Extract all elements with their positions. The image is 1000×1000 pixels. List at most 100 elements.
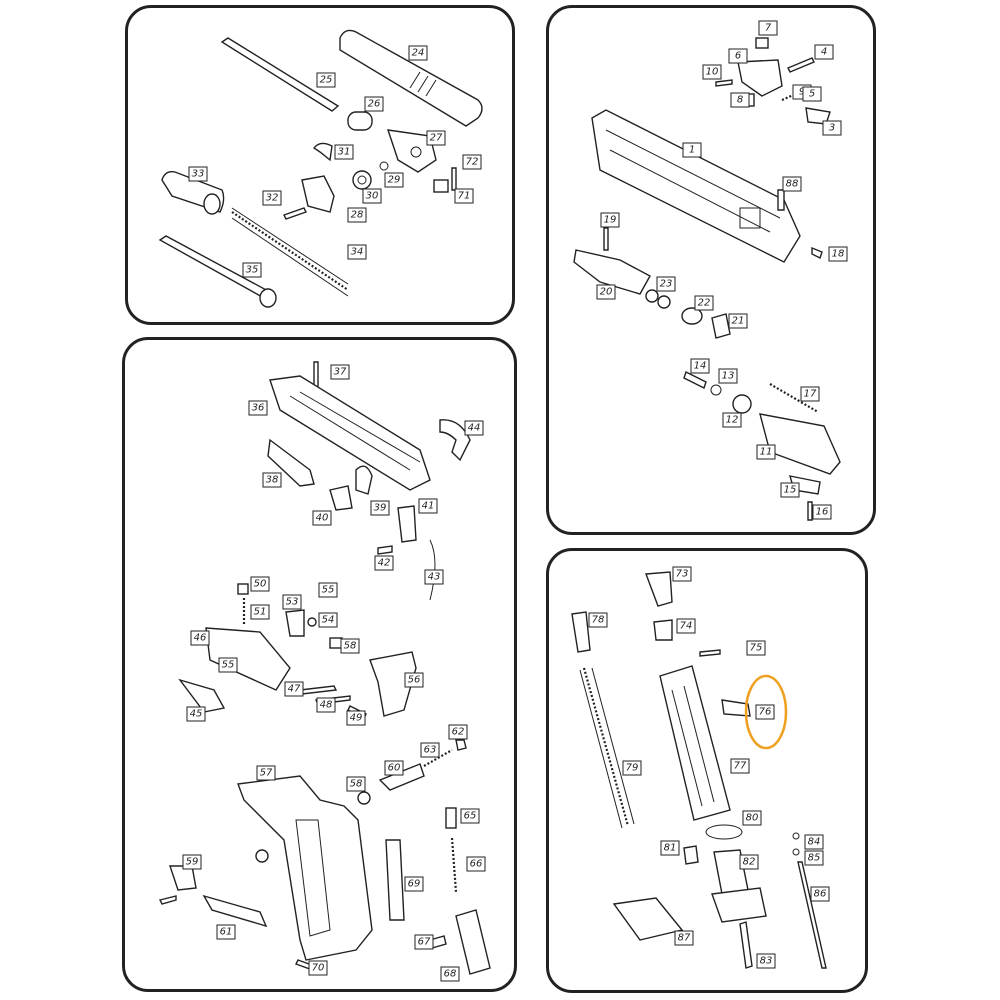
part-label-box (340, 638, 360, 654)
part-label-box (312, 510, 332, 526)
part-label-box (248, 400, 268, 416)
part-label-38: 38 (262, 472, 282, 488)
part-label-24: 24 (408, 45, 428, 61)
part-label-box (318, 582, 338, 598)
part-label-33: 33 (188, 166, 208, 182)
part-label-79: 79 (622, 760, 642, 776)
part-label-36: 36 (248, 400, 268, 416)
part-label-27: 27 (426, 130, 446, 146)
part-label-text: 80 (746, 813, 759, 824)
part-label-81: 81 (660, 840, 680, 856)
part-label-10: 10 (702, 64, 722, 80)
part-label-box (739, 854, 759, 870)
part-label-text: 88 (786, 179, 799, 190)
part-label-text: 55 (322, 585, 335, 596)
part-label-box (418, 498, 438, 514)
part-label-40: 40 (312, 510, 332, 526)
part-label-box (804, 850, 824, 866)
part-label-text: 25 (320, 75, 333, 86)
part-label-88: 88 (782, 176, 802, 192)
part-label-text: 85 (808, 853, 821, 864)
part-label-box (347, 244, 367, 260)
part-label-75: 75 (746, 640, 766, 656)
part-label-box (718, 368, 738, 384)
part-label-70: 70 (308, 960, 328, 976)
part-label-text: 78 (592, 615, 605, 626)
part-label-3: 3 (822, 120, 842, 136)
part-label-text: 74 (680, 621, 693, 632)
part-label-box (800, 386, 820, 402)
part-label-box (690, 358, 710, 374)
part-label-text: 58 (350, 779, 363, 790)
part-label-box (822, 120, 842, 136)
part-label-63: 63 (420, 742, 440, 758)
part-label-box (460, 808, 480, 824)
part-label-text: 61 (220, 927, 233, 938)
part-label-66: 66 (466, 856, 486, 872)
part-label-text: 27 (430, 133, 443, 144)
part-label-29: 29 (384, 172, 404, 188)
part-label-box (384, 172, 404, 188)
part-label-box (756, 953, 776, 969)
part-label-text: 82 (743, 857, 756, 868)
part-label-box (346, 776, 366, 792)
part-label-box (782, 176, 802, 192)
part-label-61: 61 (216, 924, 236, 940)
part-label-text: 81 (664, 843, 677, 854)
part-label-box (262, 190, 282, 206)
part-label-box (804, 834, 824, 850)
part-label-text: 72 (466, 157, 479, 168)
part-label-text: 40 (316, 513, 329, 524)
part-label-55: 55 (218, 657, 238, 673)
frame-parts (158, 361, 491, 975)
part-label-box (746, 640, 766, 656)
part-label-text: 4 (821, 47, 827, 58)
part-label-text: 11 (760, 447, 773, 458)
part-label-55: 55 (318, 582, 338, 598)
part-label-text: 54 (322, 615, 335, 626)
part-label-text: 39 (374, 503, 387, 514)
part-label-box (756, 444, 776, 460)
part-label-box (802, 86, 822, 102)
part-label-7: 7 (758, 20, 778, 36)
part-label-text: 44 (468, 423, 481, 434)
part-label-box (694, 295, 714, 311)
part-label-17: 17 (800, 386, 820, 402)
part-label-69: 69 (404, 876, 424, 892)
part-label-box (466, 856, 486, 872)
part-label-text: 19 (604, 215, 617, 226)
part-label-box (414, 934, 434, 950)
part-label-text: 76 (759, 707, 772, 718)
part-label-text: 8 (737, 95, 743, 106)
part-label-text: 41 (422, 501, 435, 512)
part-label-box (188, 166, 208, 182)
part-label-68: 68 (440, 966, 460, 982)
part-label-51: 51 (250, 604, 270, 620)
part-label-text: 14 (694, 361, 707, 372)
part-label-box (316, 697, 336, 713)
part-label-21: 21 (728, 313, 748, 329)
part-label-text: 68 (444, 969, 457, 980)
part-label-47: 47 (284, 681, 304, 697)
part-label-box (242, 262, 262, 278)
part-label-text: 73 (676, 569, 689, 580)
part-label-box (186, 706, 206, 722)
part-label-86: 86 (810, 886, 830, 902)
part-label-34: 34 (347, 244, 367, 260)
part-label-box (308, 960, 328, 976)
part-label-text: 34 (351, 247, 364, 258)
part-label-text: 29 (388, 175, 401, 186)
part-label-67: 67 (414, 934, 434, 950)
part-label-box (676, 618, 696, 634)
part-label-text: 26 (368, 99, 381, 110)
highlight-circle-76 (744, 674, 788, 750)
part-label-text: 13 (722, 371, 735, 382)
part-label-text: 59 (186, 857, 199, 868)
part-label-80: 80 (742, 810, 762, 826)
part-label-text: 33 (192, 169, 205, 180)
part-label-box (370, 500, 390, 516)
part-label-box (758, 20, 778, 36)
part-label-15: 15 (780, 482, 800, 498)
part-label-48: 48 (316, 697, 336, 713)
part-label-box (347, 207, 367, 223)
